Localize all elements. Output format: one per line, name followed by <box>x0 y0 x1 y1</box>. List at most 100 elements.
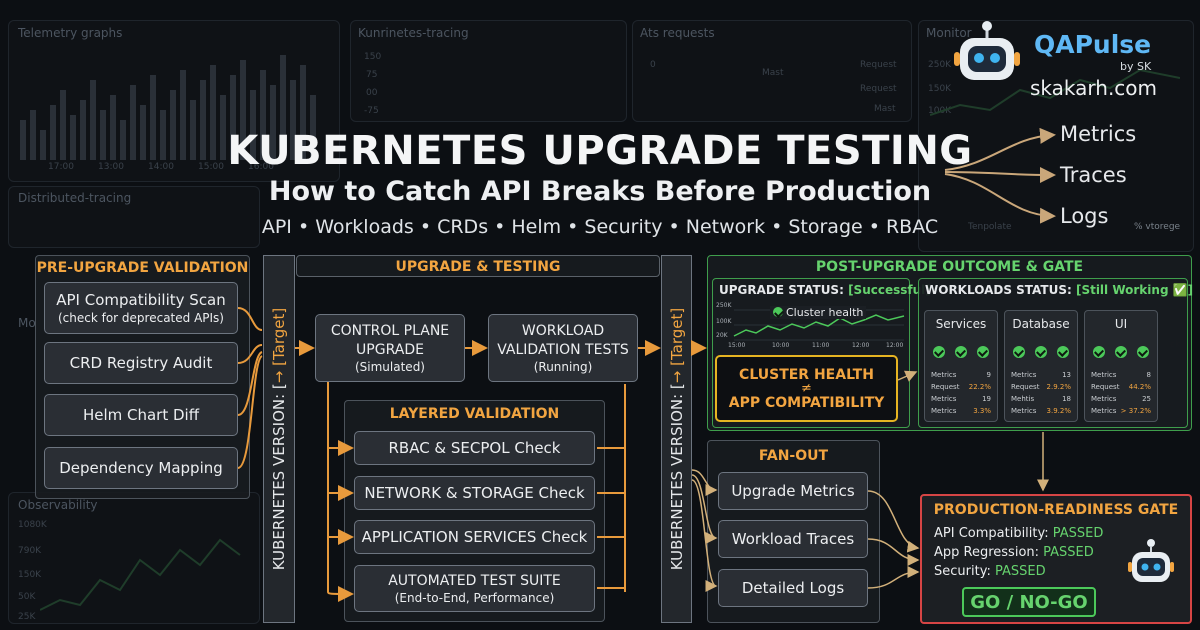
bg-tick: Request <box>860 84 897 94</box>
check-icon <box>1093 346 1105 358</box>
version-bar-right: KUBERNETES VERSION: [→ [Target] <box>661 255 692 623</box>
check-icon <box>1057 346 1069 358</box>
output-traces: Traces <box>1060 163 1127 187</box>
bg-tick: 25K <box>18 612 36 622</box>
box-label: Dependency Mapping <box>59 459 223 477</box>
output-metrics: Metrics <box>1060 122 1137 146</box>
bg-tick: Mast <box>762 68 784 78</box>
box-label: APPLICATION SERVICES Check <box>361 528 588 546</box>
workload-tests-box: WORKLOAD VALIDATION TESTS (Running) <box>488 314 638 382</box>
bg-tick: 150K <box>18 570 42 580</box>
workloads-status-line: WORKLOADS STATUS: [Still Working ✅] <box>925 283 1193 297</box>
gate-line-security: Security: PASSED <box>934 564 1046 579</box>
gate-line-api: API Compatibility: PASSED <box>934 526 1104 541</box>
check-icon <box>1013 346 1025 358</box>
bg-panel-telemetry <box>8 20 340 182</box>
y-tick: 250K <box>716 302 732 309</box>
upgrade-status-value: [Successful] <box>848 283 931 297</box>
bg-tick: 15:00 <box>198 162 224 172</box>
bg-tick: 17:00 <box>48 162 74 172</box>
bg-tick: 00 <box>366 88 378 98</box>
workloads-status-value: [Still Working ✅] <box>1075 283 1194 297</box>
bg-label: Kunrinetes-tracing <box>358 26 469 40</box>
service-name: Services <box>935 317 987 331</box>
check-icon <box>1035 346 1047 358</box>
bg-tick: Tenpolate <box>968 222 1012 232</box>
cluster-health-label: Cluster health <box>770 306 867 319</box>
x-tick: 10:00 <box>772 342 790 349</box>
upgrade-status-label: UPGRADE STATUS: <box>719 283 844 297</box>
output-arrows <box>944 127 1056 224</box>
check-icon <box>933 346 945 358</box>
version-bar-left: KUBERNETES VERSION: [→ [Target] <box>263 255 295 623</box>
bg-label: Ats requests <box>640 26 715 40</box>
box-label: WORKLOAD VALIDATION TESTS <box>497 323 629 358</box>
bg-label: Monitor <box>926 26 972 40</box>
bg-label: Telemetry graphs <box>18 26 123 40</box>
topic-tags: API • Workloads • CRDs • Helm • Security… <box>261 216 939 238</box>
app-services-check-box: APPLICATION SERVICES Check <box>354 520 595 554</box>
post-upgrade-title: POST-UPGRADE OUTCOME & GATE <box>815 259 1084 275</box>
control-plane-box: CONTROL PLANE UPGRADE (Simulated) <box>315 314 465 382</box>
bg-tick: 13:00 <box>98 162 124 172</box>
upgrade-testing-header <box>296 255 660 277</box>
automated-test-suite-box: AUTOMATED TEST SUITE (End-to-End, Perfor… <box>354 565 595 612</box>
robot-mascot-icon <box>1126 538 1176 588</box>
bg-tick: 0 <box>650 60 656 70</box>
y-tick: 100K <box>716 318 732 325</box>
bg-tick: 790K <box>18 546 42 556</box>
bg-bar-chart <box>20 55 316 160</box>
bg-label: Distributed-tracing <box>18 191 132 205</box>
box-label: Detailed Logs <box>741 579 845 597</box>
cluster-health-callout: CLUSTER HEALTH ≠ APP COMPATIBILITY <box>715 355 898 422</box>
bg-tick: % vtorege <box>1134 222 1181 232</box>
bg-tick: Mast <box>874 104 896 114</box>
check-icon <box>1137 346 1149 358</box>
bg-tick: 250K <box>928 60 952 70</box>
check-icon <box>1115 346 1127 358</box>
bg-panel-distributed <box>8 186 260 248</box>
box-label: CONTROL PLANE UPGRADE <box>330 323 450 358</box>
page-subtitle: How to Catch API Breaks Before Productio… <box>268 176 932 207</box>
service-checks <box>1085 343 1157 362</box>
check-icon <box>955 346 967 358</box>
box-label: CRD Registry Audit <box>69 354 213 372</box>
bg-tick: 150K <box>928 84 952 94</box>
service-name: Database <box>1012 317 1070 331</box>
bg-tick: 14:00 <box>148 162 174 172</box>
bg-tick: 16:00 <box>248 162 274 172</box>
bg-tick: 150 <box>364 52 382 62</box>
bg-tick: -75 <box>364 106 379 116</box>
bg-panel-requests <box>632 20 912 122</box>
box-label: NETWORK & STORAGE Check <box>364 484 585 502</box>
layered-validation-title: LAYERED VALIDATION <box>389 406 560 422</box>
service-name: UI <box>1114 317 1128 331</box>
upgrade-testing-title: UPGRADE & TESTING <box>395 259 561 275</box>
go-no-go-button[interactable]: GO / NO-GO <box>962 587 1096 617</box>
box-label: Helm Chart Diff <box>82 406 200 424</box>
workloads-status-label: WORKLOADS STATUS: <box>925 283 1072 297</box>
gate-line-regression: App Regression: PASSED <box>934 545 1094 560</box>
bg-panel-tracing <box>350 20 627 122</box>
box-label: RBAC & SECPOL Check <box>388 439 561 457</box>
box-label: AUTOMATED TEST SUITE <box>388 572 561 589</box>
robot-logo-icon <box>952 20 1022 90</box>
page-title: KUBERNETES UPGRADE TESTING <box>227 128 973 174</box>
upgrade-metrics-box: Upgrade Metrics <box>718 472 868 510</box>
crd-audit-box: CRD Registry Audit <box>44 342 238 384</box>
upgrade-status-line: UPGRADE STATUS: [Successful] <box>719 283 931 297</box>
bg-panel-monitor <box>918 20 1194 252</box>
brand-site: skakarh.com <box>1030 76 1158 100</box>
bg-area-chart <box>930 68 1180 116</box>
x-tick: 11:00 <box>812 342 830 349</box>
network-storage-check-box: NETWORK & STORAGE Check <box>354 476 595 510</box>
bg-line-chart <box>40 538 241 611</box>
box-sub: (Running) <box>533 360 593 374</box>
bg-tick: 50K <box>18 592 36 602</box>
box-sub: (Simulated) <box>354 360 425 374</box>
bg-label: Mo <box>18 316 36 330</box>
pre-upgrade-title: PRE-UPGRADE VALIDATION <box>36 260 249 276</box>
x-tick: 15:00 <box>728 342 746 349</box>
